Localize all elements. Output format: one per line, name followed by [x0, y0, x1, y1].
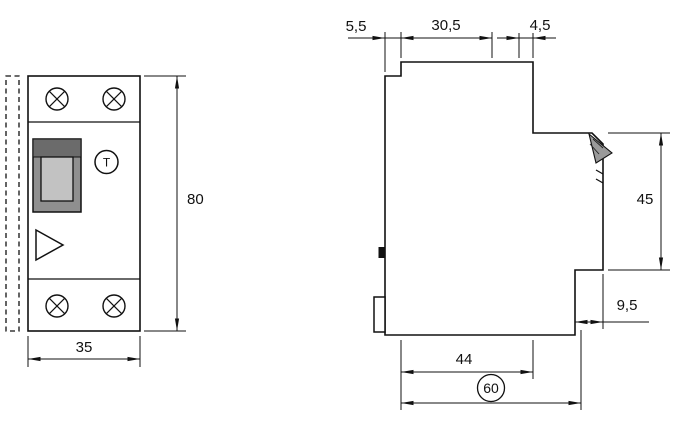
dim-label-80: 80 [187, 191, 204, 208]
dim-label-30-5: 30,5 [431, 17, 460, 34]
side-view: 5,5 30,5 4,5 45 [346, 17, 670, 410]
screw-terminal-bottom-right-icon [102, 294, 126, 318]
terminal-clamp [588, 132, 613, 184]
dim-side-back-step: 5,5 [346, 18, 402, 72]
dim-side-top-step: 4,5 [497, 17, 556, 58]
hatch-line [592, 138, 604, 149]
test-button-label: T [103, 156, 111, 170]
toggle-switch-handle [40, 156, 74, 202]
dim-side-overall-depth: 60 [401, 330, 582, 410]
dim-label-60: 60 [483, 380, 499, 396]
dim-front-width: 35 [27, 336, 141, 367]
test-button: T [94, 149, 119, 175]
clip-slider-tab [373, 296, 386, 333]
test-button-circle [94, 149, 119, 175]
dim-side-base-depth: 44 [400, 340, 534, 410]
dim-label-9-5: 9,5 [617, 297, 638, 314]
screw-terminal-top-left-icon [45, 87, 69, 111]
dim-front-height: 80 [144, 75, 204, 332]
hatch-line [589, 143, 600, 155]
toggle-switch [32, 138, 82, 213]
screw-terminal-top-right-icon [102, 87, 126, 111]
screw-terminal-bottom-left-icon [45, 294, 69, 318]
dim-circle-60 [476, 373, 506, 403]
terminal-clamp-wedge [588, 132, 613, 164]
triangle-symbol-icon [35, 228, 65, 262]
dim-label-35: 35 [76, 339, 93, 356]
toggle-switch-top-band [32, 138, 82, 158]
din-rail-clip [373, 247, 386, 333]
din-rail-dashed-outline [5, 75, 20, 332]
dim-label-5-5: 5,5 [346, 18, 367, 35]
dim-side-bottom-step: 9,5 [575, 274, 649, 329]
front-view: T 80 35 [5, 75, 204, 367]
dim-side-upper-depth: 30,5 [401, 17, 493, 58]
screw-tick-mark [595, 178, 604, 184]
dim-label-45: 45 [637, 191, 654, 208]
dim-label-44: 44 [456, 351, 473, 368]
dim-label-4-5: 4,5 [530, 17, 551, 34]
screw-tick-mark [595, 169, 604, 175]
side-body-outline [384, 61, 604, 336]
clip-latch-notch [378, 247, 385, 258]
dim-side-front-height: 45 [608, 132, 670, 271]
